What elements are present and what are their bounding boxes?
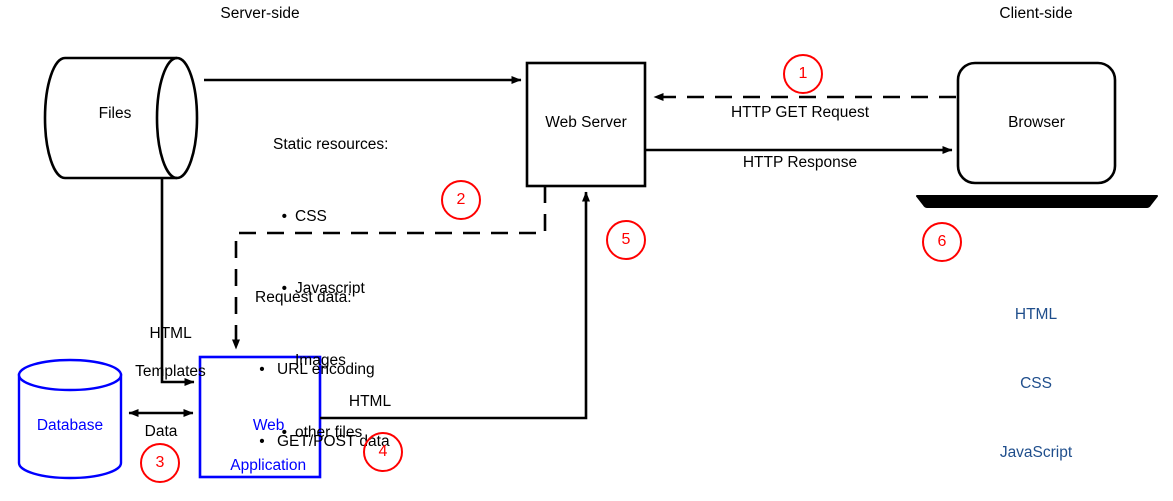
bullet-icon: • — [255, 361, 265, 378]
web-application-label-line2: Application — [230, 457, 307, 474]
browser-node-label: Browser — [1008, 114, 1065, 131]
http-get-request-label: HTTP GET Request — [730, 104, 870, 121]
client-stack-annotation: HTML CSS JavaScript — [956, 257, 1116, 501]
files-cylinder-shape — [43, 56, 199, 180]
browser-box-shape — [956, 61, 1117, 185]
static-resources-heading: Static resources: — [273, 136, 389, 153]
edge-html-to-webserver — [320, 191, 590, 420]
edge-html-templates — [160, 178, 195, 386]
bullet-icon: • — [273, 424, 288, 441]
server-side-title: Server-side — [220, 5, 300, 22]
http-response-label: HTTP Response — [742, 154, 858, 171]
client-stack-item: JavaScript — [999, 444, 1073, 461]
bullet-icon: • — [273, 280, 288, 297]
bullet-icon: • — [273, 208, 288, 225]
client-side-title: Client-side — [999, 5, 1073, 22]
step-marker-3[interactable]: 3 — [140, 443, 180, 483]
static-resources-annotation: Static resources: •CSS •Javascript Image… — [273, 85, 388, 493]
client-stack-item: HTML — [1014, 306, 1058, 323]
files-node-label: Files — [98, 105, 132, 122]
web-application-node-label: Web Application — [200, 396, 320, 496]
database-node-label: Database — [36, 417, 104, 434]
html-templates-line2: Templates — [135, 363, 206, 380]
request-data-item: •URL encoding — [255, 358, 390, 382]
request-data-annotation: Request data: •URL encoding •GET/POST da… — [255, 238, 390, 501]
bullet-icon: • — [255, 433, 265, 450]
web-server-box-shape — [525, 61, 647, 188]
html-templates-label: HTML Templates — [107, 305, 217, 400]
request-data-heading: Request data: — [255, 289, 352, 306]
database-cylinder-shape — [17, 358, 123, 480]
static-resources-item: •other files — [273, 421, 388, 445]
client-stack-item: CSS — [1020, 375, 1052, 392]
edge-request-data — [232, 186, 547, 350]
web-application-box-shape — [198, 355, 322, 479]
static-resources-item: •Javascript — [273, 277, 388, 301]
static-resources-item: Images — [273, 349, 388, 373]
step-marker-2[interactable]: 2 — [441, 180, 481, 220]
laptop-base-shape — [916, 195, 1158, 208]
web-server-node-label: Web Server — [545, 114, 627, 131]
step-marker-1[interactable]: 1 — [783, 54, 823, 94]
step-marker-6[interactable]: 6 — [922, 222, 962, 262]
html-templates-line1: HTML — [149, 325, 192, 342]
static-resources-item: •CSS — [273, 205, 388, 229]
step-marker-4[interactable]: 4 — [363, 432, 403, 472]
step-marker-5[interactable]: 5 — [606, 220, 646, 260]
html-edge-label: HTML — [348, 393, 392, 410]
web-application-label-line1: Web — [252, 417, 285, 434]
data-edge-label: Data — [144, 423, 178, 440]
